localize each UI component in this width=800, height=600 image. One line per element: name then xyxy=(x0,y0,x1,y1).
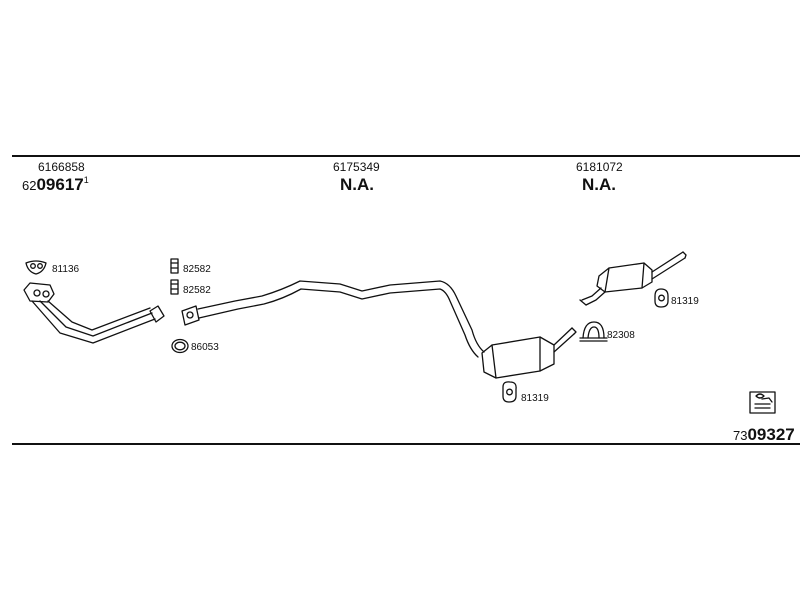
mount-icon-rear xyxy=(654,288,669,308)
label-clamp-rear: 82308 xyxy=(607,330,635,341)
col1-ref-number: 62096171 xyxy=(22,175,89,195)
catalog-icon xyxy=(749,391,776,414)
col1-ref-prefix: 62 xyxy=(22,178,37,193)
clamp-icon-1 xyxy=(170,258,179,274)
bottom-divider xyxy=(12,443,800,445)
clamp-icon-2 xyxy=(170,279,179,295)
rear-clamp-icon xyxy=(579,321,608,342)
label-clamp-1: 82582 xyxy=(183,264,211,275)
mount-icon-mid xyxy=(502,381,517,403)
front-flange xyxy=(181,305,200,326)
label-clamp-2: 82582 xyxy=(183,285,211,296)
label-mount-mid: 81319 xyxy=(521,393,549,404)
col2-part-number: 6175349 xyxy=(333,160,380,174)
label-mount-rear: 81319 xyxy=(671,296,699,307)
col1-ref-sup: 1 xyxy=(83,175,89,185)
footer-code-prefix: 73 xyxy=(733,428,748,443)
middle-silencer xyxy=(481,327,577,379)
gasket-icon xyxy=(25,260,47,275)
top-divider xyxy=(12,155,800,157)
middle-pipe xyxy=(197,280,485,358)
col3-part-number: 6181072 xyxy=(576,160,623,174)
col2-status: N.A. xyxy=(340,175,374,194)
ring-icon xyxy=(171,338,189,354)
footer-code-main: 09327 xyxy=(747,425,795,444)
label-gasket-top: 81136 xyxy=(52,264,80,275)
col1-part-number: 6166858 xyxy=(38,160,85,174)
front-downpipe xyxy=(23,282,165,344)
col3-status: N.A. xyxy=(582,175,616,194)
col1-ref-main: 09617 xyxy=(36,175,84,194)
label-ring: 86053 xyxy=(191,342,219,353)
footer-code: 7309327 xyxy=(733,425,795,445)
rear-silencer xyxy=(579,251,687,306)
